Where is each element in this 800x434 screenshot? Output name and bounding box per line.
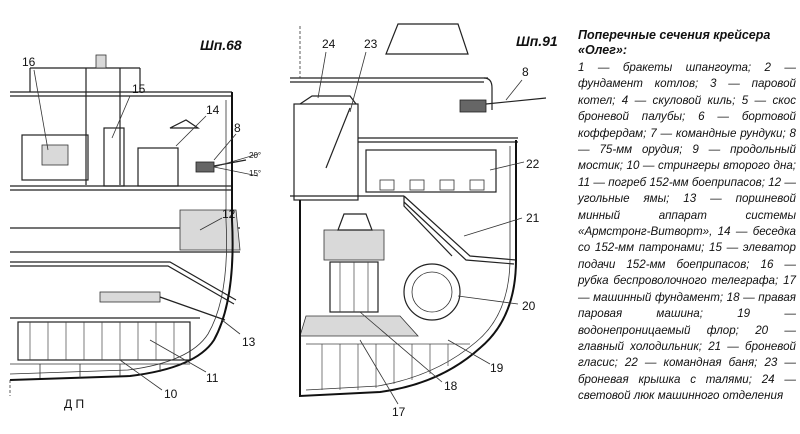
callout-10: 10 [164,387,178,401]
callout-19: 19 [490,361,504,375]
centre-line-mark: Д П [64,397,84,411]
section-frame-91: Шп.91 24 23 8 22 21 20 19 18 17 [290,23,558,419]
callout-11: 11 [206,371,219,385]
gun-elevation-angle: 20° [249,151,261,160]
legend: Поперечные сечения крейсера «Олег»: 1 — … [578,28,796,405]
callout-14: 14 [206,103,220,117]
callout-21: 21 [526,211,540,225]
callout-16: 16 [22,55,36,69]
callout-20: 20 [522,299,536,313]
callout-23: 23 [364,37,378,51]
callout-22: 22 [526,157,540,171]
legend-body: 1 — бракеты шпангоута; 2 — фундамент кот… [578,61,796,403]
callout-15: 15 [132,82,146,96]
section-title-frame-91: Шп.91 [516,33,558,49]
gun-depression-angle: 15° [249,169,261,178]
callout-18: 18 [444,379,458,393]
section-title-frame-68: Шп.68 [200,37,242,53]
callout-24: 24 [322,37,336,51]
section-frame-68: Шп.68 16 15 14 8 20° 15° 12 13 11 10 Д П [9,37,261,411]
legend-heading: Поперечные сечения крейсера «Олег»: [578,28,771,57]
callout-17: 17 [392,405,406,419]
callout-8-right: 8 [522,65,529,79]
callout-13: 13 [242,335,256,349]
callout-8-left: 8 [234,121,241,135]
callout-12: 12 [222,207,236,221]
